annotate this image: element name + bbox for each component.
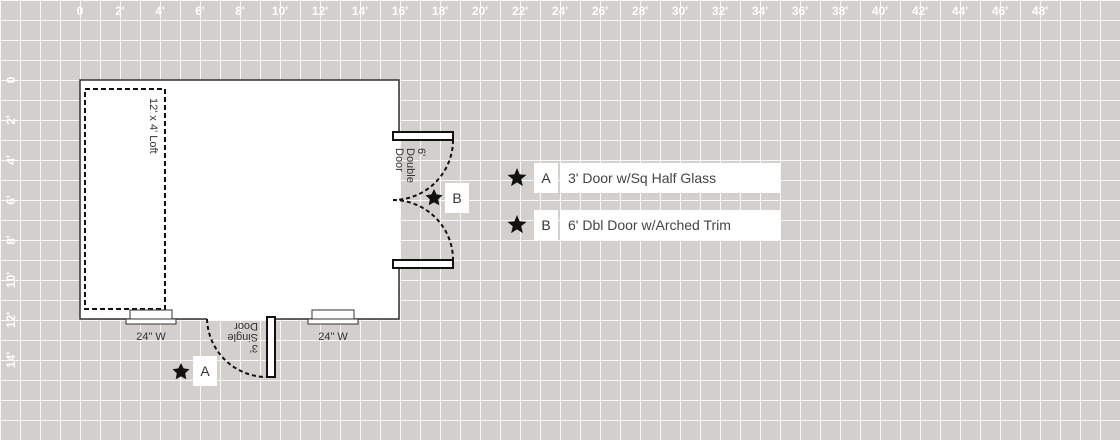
x-label-42: 42' — [912, 4, 928, 18]
left-ruler: 0 2' 4' 6' 8' 10' 12' 14' — [4, 76, 18, 368]
double-door-label-2: Double — [404, 148, 416, 183]
marker-a[interactable]: A — [193, 356, 217, 386]
double-door-leaf-bottom — [392, 259, 454, 269]
window-right[interactable] — [307, 309, 359, 325]
x-label-26: 26' — [592, 4, 608, 18]
single-door-label: 3' Single Door — [227, 320, 258, 354]
single-door-label-2: Single — [227, 331, 258, 343]
single-door-label-3: Door — [234, 320, 258, 332]
y-label-10: 10' — [4, 272, 18, 288]
legend-b-star-icon — [507, 215, 527, 234]
double-door-label: 6' Double Door — [393, 148, 427, 183]
x-label-16: 16' — [392, 4, 408, 18]
double-door-label-3: Door — [393, 148, 405, 172]
building-outline[interactable] — [79, 79, 400, 320]
x-label-40: 40' — [872, 4, 888, 18]
x-label-24: 24' — [552, 4, 568, 18]
x-label-18: 18' — [432, 4, 448, 18]
y-label-0: 0 — [4, 76, 18, 83]
marker-a-star-icon — [172, 363, 190, 380]
single-door[interactable] — [206, 316, 276, 378]
y-label-12: 12' — [4, 312, 18, 328]
legend-row-b[interactable]: B 6' Dbl Door w/Arched Trim — [506, 210, 781, 240]
legend-row-a[interactable]: A 3' Door w/Sq Half Glass — [506, 163, 780, 193]
double-door[interactable] — [392, 131, 454, 269]
double-door-label-1: 6' — [415, 148, 427, 156]
single-door-swing — [206, 318, 268, 378]
x-label-2: 2' — [115, 4, 125, 18]
x-label-36: 36' — [792, 4, 808, 18]
x-label-46: 46' — [992, 4, 1008, 18]
x-label-34: 34' — [752, 4, 768, 18]
window-left-label: 24" W — [136, 331, 166, 343]
y-label-4: 4' — [4, 155, 18, 165]
x-label-22: 22' — [512, 4, 528, 18]
x-label-38: 38' — [832, 4, 848, 18]
x-label-4: 4' — [155, 4, 165, 18]
x-label-12: 12' — [312, 4, 328, 18]
double-door-leaf-top — [392, 131, 454, 141]
window-left[interactable] — [125, 309, 177, 325]
x-label-20: 20' — [472, 4, 488, 18]
x-label-0: 0 — [77, 4, 84, 18]
marker-b[interactable]: B — [445, 183, 469, 213]
y-label-6: 6' — [4, 195, 18, 205]
legend-b-description: 6' Dbl Door w/Arched Trim — [560, 210, 781, 240]
marker-b-star-icon — [425, 189, 443, 206]
x-label-44: 44' — [952, 4, 968, 18]
window-right-label: 24" W — [318, 331, 348, 343]
x-label-10: 10' — [272, 4, 288, 18]
legend-a-key: A — [534, 163, 558, 193]
x-label-28: 28' — [632, 4, 648, 18]
x-label-6: 6' — [195, 4, 205, 18]
legend-a-description: 3' Door w/Sq Half Glass — [560, 163, 780, 193]
x-label-8: 8' — [235, 4, 245, 18]
x-label-30: 30' — [672, 4, 688, 18]
x-label-48: 48' — [1032, 4, 1048, 18]
legend-a-star-icon — [507, 168, 527, 187]
x-label-32: 32' — [712, 4, 728, 18]
legend-b-key: B — [534, 210, 558, 240]
double-door-swing-bottom — [392, 199, 454, 261]
x-label-14: 14' — [352, 4, 368, 18]
loft-label: 12' x 4' Loft — [147, 98, 159, 154]
loft-outline[interactable] — [84, 88, 166, 310]
y-label-14: 14' — [4, 352, 18, 368]
top-ruler: 0 2' 4' 6' 8' 10' 12' 14' 16' 18' 20' 22… — [77, 4, 1049, 18]
y-label-2: 2' — [4, 115, 18, 125]
single-door-label-1: 3' — [250, 342, 258, 354]
y-label-8: 8' — [4, 235, 18, 245]
single-door-leaf — [266, 316, 276, 378]
